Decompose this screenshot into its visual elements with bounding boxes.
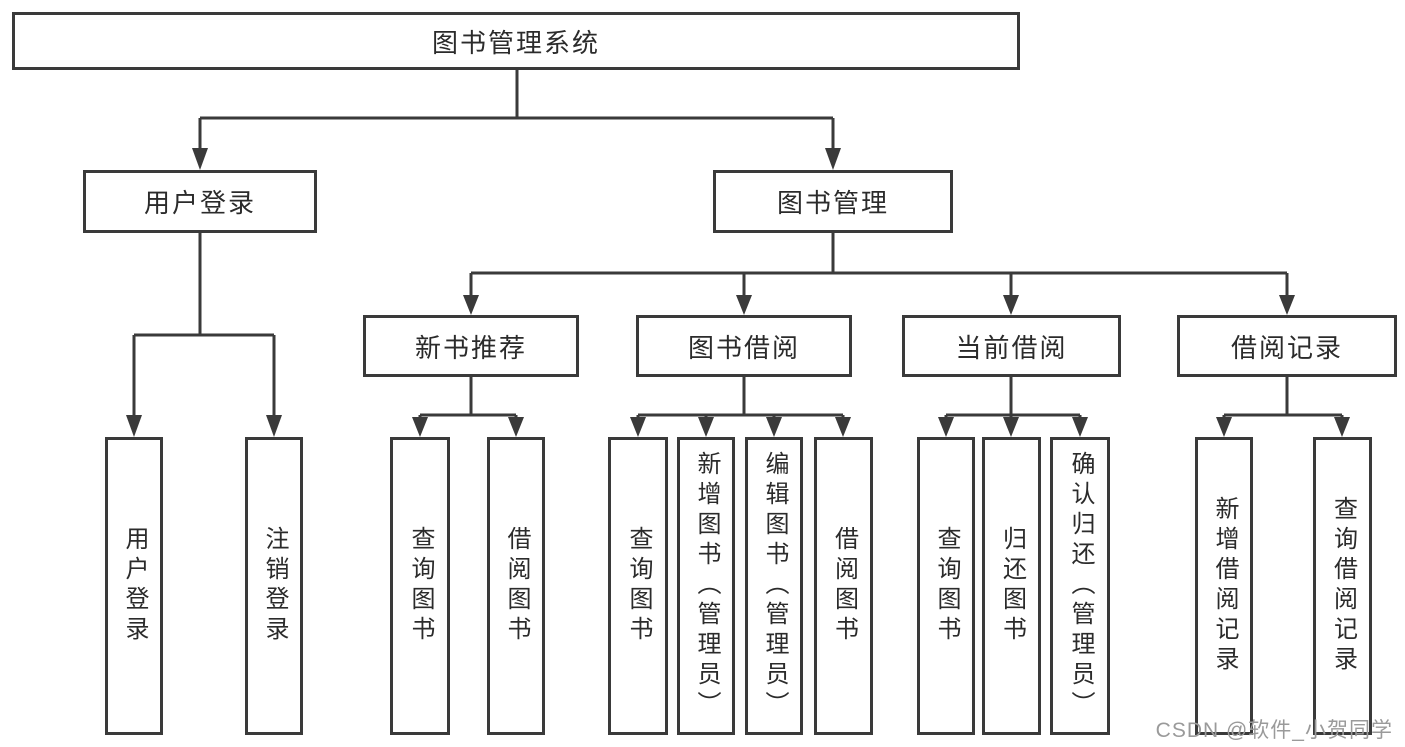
- node-borrowing-records: 借阅记录: [1177, 315, 1397, 377]
- node-label: 注销登录: [261, 526, 288, 646]
- node-confirm-return-admin: 确认归还（管理员）: [1050, 437, 1110, 735]
- node-label: 查询图书: [933, 526, 960, 646]
- node-edit-books-admin: 编辑图书（管理员）: [745, 437, 803, 735]
- node-user-login: 用户登录: [105, 437, 163, 735]
- node-return-books: 归还图书: [982, 437, 1041, 735]
- node-label: 确认归还（管理员）: [1067, 451, 1094, 721]
- node-borrow-books: 借阅图书: [814, 437, 873, 735]
- node-label: 查询图书: [625, 526, 652, 646]
- node-book-borrowing: 图书借阅: [636, 315, 852, 377]
- node-label: 编辑图书（管理员）: [761, 451, 788, 721]
- node-label: 用户登录: [121, 526, 148, 646]
- node-label: 图书借阅: [687, 332, 800, 363]
- node-book-management-system: 图书管理系统: [12, 12, 1020, 70]
- arrowheads: [126, 148, 1350, 437]
- node-user-login-group: 用户登录: [83, 170, 317, 233]
- node-label: 图书管理系统: [431, 27, 600, 58]
- node-label: 查询图书: [407, 526, 434, 646]
- node-label: 查询借阅记录: [1329, 496, 1357, 676]
- node-add-borrow-record: 新增借阅记录: [1195, 437, 1253, 735]
- node-book-management: 图书管理: [713, 170, 953, 233]
- node-label: 新增图书（管理员）: [693, 451, 720, 721]
- node-query-books-borrowing: 查询图书: [608, 437, 668, 735]
- node-add-books-admin: 新增图书（管理员）: [677, 437, 735, 735]
- node-new-book-recommend: 新书推荐: [363, 315, 579, 377]
- node-label: 归还图书: [998, 526, 1026, 646]
- node-label: 新书推荐: [414, 332, 527, 363]
- node-logout-login: 注销登录: [245, 437, 303, 735]
- node-label: 用户登录: [143, 188, 256, 218]
- node-label: 图书管理: [776, 188, 889, 218]
- node-label: 借阅图书: [503, 526, 530, 646]
- node-label: 借阅记录: [1230, 332, 1343, 363]
- node-borrow-books-recommend: 借阅图书: [487, 437, 545, 735]
- node-current-borrowing: 当前借阅: [902, 315, 1121, 377]
- node-query-books-recommend: 查询图书: [390, 437, 450, 735]
- node-label: 当前借阅: [955, 332, 1068, 363]
- node-query-borrow-record: 查询借阅记录: [1313, 437, 1372, 735]
- csdn-watermark: CSDN @软件_小贺同学: [1155, 719, 1393, 742]
- node-label: 借阅图书: [830, 526, 858, 646]
- node-query-books-current: 查询图书: [917, 437, 975, 735]
- node-label: 新增借阅记录: [1211, 496, 1238, 676]
